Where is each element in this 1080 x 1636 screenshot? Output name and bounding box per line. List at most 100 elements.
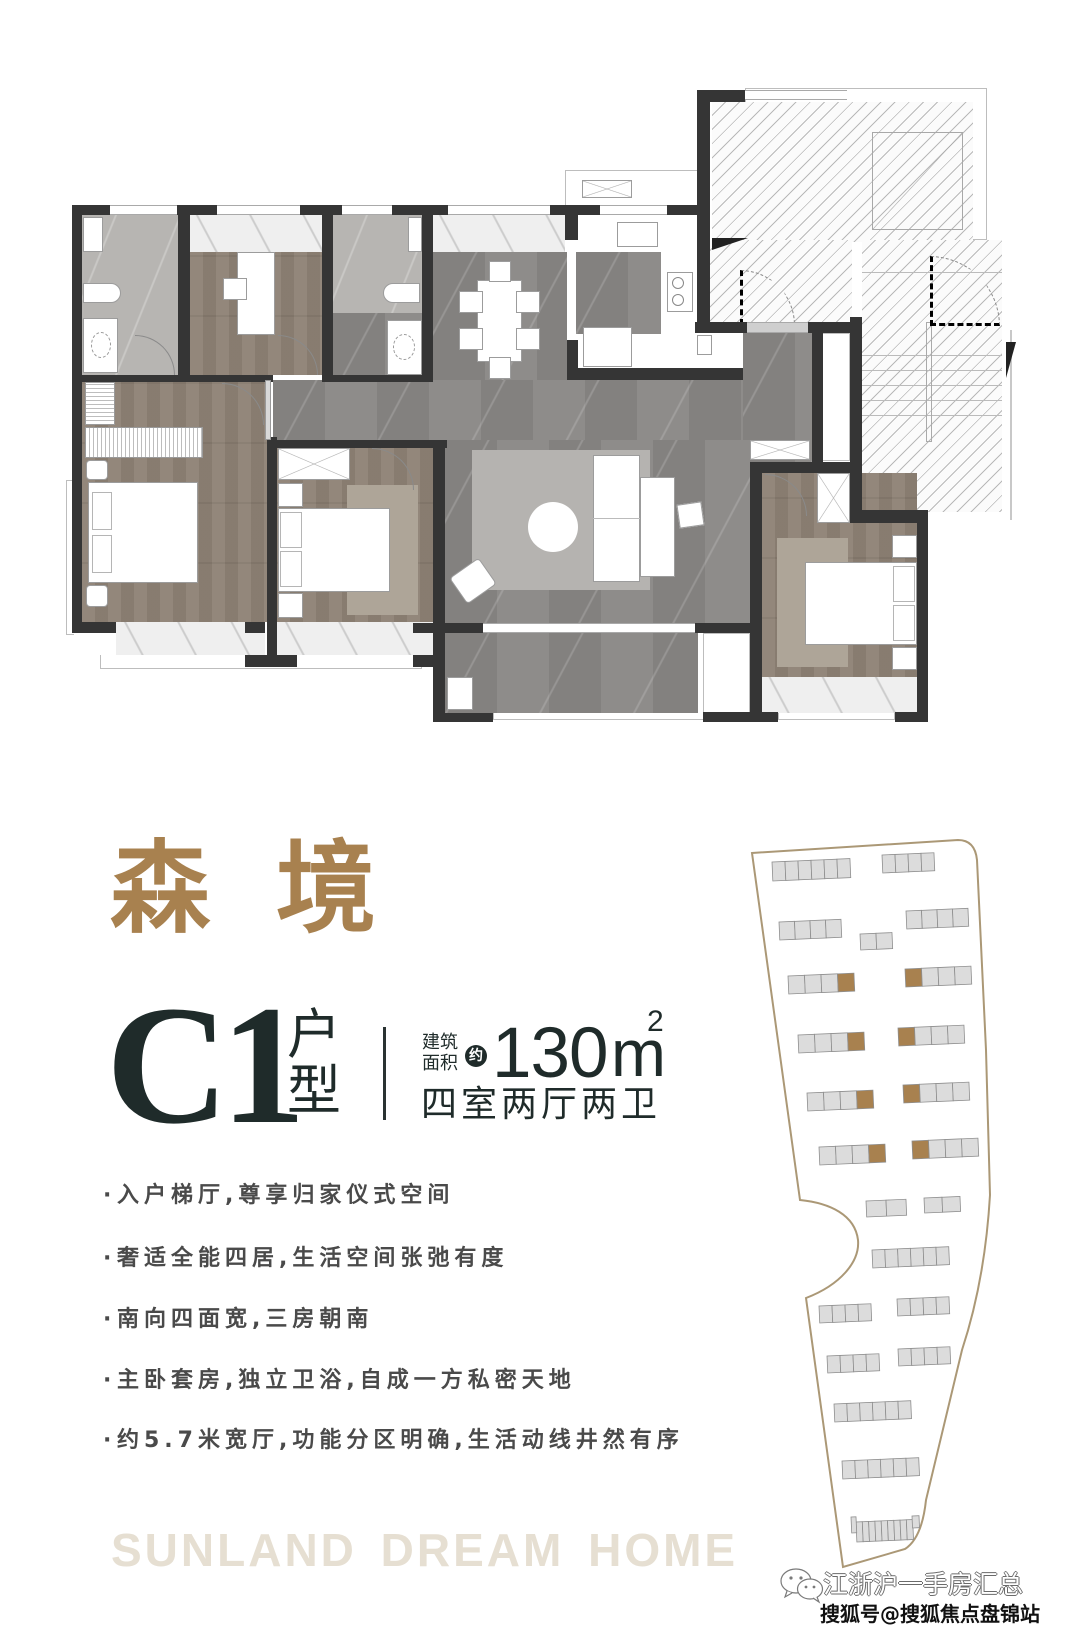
unit-block — [897, 1348, 913, 1367]
unit-block — [836, 858, 852, 879]
site-building — [911, 1515, 920, 1529]
unit-block — [797, 859, 813, 881]
site-building — [896, 1296, 951, 1317]
site-building — [859, 932, 894, 951]
unit-block — [851, 1144, 870, 1164]
site-building — [850, 1516, 858, 1534]
wall — [917, 512, 928, 722]
basin — [393, 334, 415, 360]
kitchen-balcony-unit — [582, 180, 632, 198]
feature-text: 奢适全能四居,生活空间张弛有度 — [117, 1246, 509, 1271]
wall — [852, 510, 928, 523]
wall — [567, 340, 578, 380]
feature-item: ·入户梯厅,尊享归家仪式空间 — [103, 1181, 454, 1211]
unit-block — [839, 1354, 855, 1373]
stair-rail — [926, 322, 932, 442]
wall — [433, 713, 493, 722]
unit-block — [894, 853, 910, 873]
unit-block — [941, 1196, 962, 1213]
unit-block — [952, 1081, 971, 1102]
nightstand — [278, 593, 303, 618]
dining-chair — [516, 328, 540, 350]
site-building — [904, 965, 973, 988]
area-value: 130 — [492, 1014, 608, 1093]
unit-block — [961, 1137, 980, 1158]
floor-plan — [0, 0, 1080, 740]
toilet — [383, 283, 420, 303]
site-building — [787, 972, 856, 995]
site-building — [865, 1198, 908, 1218]
unit-block — [884, 1248, 899, 1268]
wall — [895, 712, 928, 722]
sliding-door — [483, 623, 695, 633]
dining-chair — [516, 291, 540, 313]
unit-block — [787, 974, 806, 995]
sofa-seam — [593, 518, 640, 519]
living-balcony-outline — [493, 713, 705, 720]
burner-icon — [672, 277, 684, 289]
wall — [695, 623, 750, 633]
brand-slogan: SUNLAND DREAM HOME — [111, 1524, 739, 1576]
shower-bench — [408, 217, 422, 252]
site-building — [818, 1303, 873, 1324]
unit-block — [935, 1296, 951, 1315]
unit-code: C1 — [106, 971, 306, 1159]
highlighted-unit-block — [897, 1026, 916, 1047]
wechat-icon — [780, 1568, 824, 1604]
unit-block — [920, 852, 936, 872]
site-building — [806, 1089, 875, 1112]
unit-block — [921, 909, 939, 929]
nightstand — [278, 483, 303, 507]
bullet-dot-icon: · — [103, 1307, 112, 1332]
unit-block — [835, 1145, 854, 1165]
unit-block — [818, 1305, 834, 1324]
feature-item: ·约5.7米宽厅,功能分区明确,生活动线井然有序 — [103, 1426, 684, 1456]
wall — [72, 205, 82, 633]
refrigerator — [583, 327, 632, 367]
bullet-dot-icon: · — [103, 1428, 112, 1453]
unit-block — [881, 854, 897, 874]
feature-text: 南向四面宽,三房朝南 — [117, 1307, 374, 1332]
unit-block — [823, 1091, 842, 1111]
stair-step — [862, 370, 1002, 371]
wall — [750, 462, 762, 722]
wardrobe — [85, 382, 115, 425]
unit-block — [784, 860, 800, 881]
unit-block — [865, 1199, 888, 1218]
unit-block — [820, 973, 839, 993]
site-building — [902, 1081, 971, 1104]
wall — [322, 205, 333, 382]
bullet-dot-icon: · — [103, 1246, 112, 1271]
bullet-dot-icon: · — [103, 1368, 112, 1393]
wall — [750, 462, 852, 473]
highlighted-unit-block — [904, 967, 923, 988]
unit-block — [857, 1303, 873, 1322]
unit-block — [797, 1033, 816, 1054]
wall — [245, 655, 297, 667]
unit-block — [897, 1247, 912, 1268]
dining-table — [477, 280, 522, 362]
wall — [322, 375, 433, 382]
nightstand — [892, 647, 917, 670]
unit-block — [923, 1346, 939, 1366]
unit-block — [896, 1298, 912, 1317]
unit-block — [831, 1304, 847, 1323]
nightstand — [86, 460, 108, 480]
unit-block — [936, 908, 954, 929]
unit-block — [922, 1246, 938, 1267]
unit-block — [826, 1355, 842, 1374]
wall — [703, 712, 778, 722]
window — [217, 205, 300, 215]
unit-block — [814, 1033, 833, 1053]
unit-block — [804, 974, 823, 994]
unit-block — [818, 1145, 837, 1166]
window — [600, 205, 667, 215]
master-balcony-outline — [778, 713, 895, 720]
unit-block — [930, 1025, 949, 1045]
site-building — [818, 1143, 887, 1166]
unit-block — [806, 1091, 825, 1112]
stair-outline — [1010, 330, 1012, 520]
wall — [72, 622, 116, 633]
unit-block — [825, 918, 843, 939]
burner-icon — [672, 294, 684, 306]
